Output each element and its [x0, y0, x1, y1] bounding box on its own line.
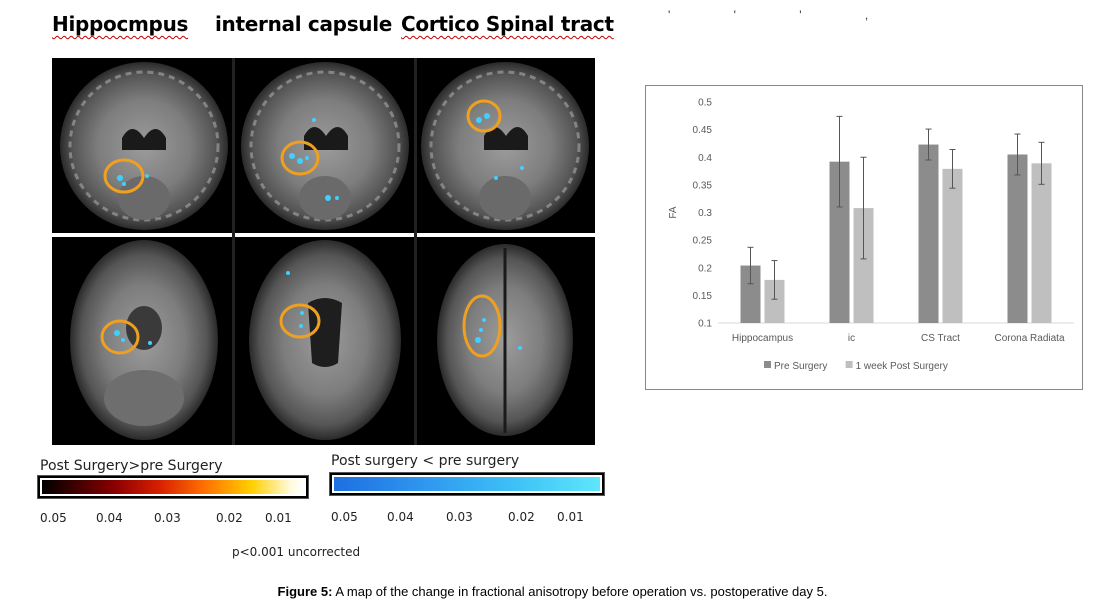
- y-tick-label: 0.45: [693, 125, 713, 136]
- bar-1-3: [1031, 163, 1052, 323]
- x-tick-label: CS Tract: [921, 333, 960, 344]
- figure-caption-text: A map of the change in fractional anisot…: [332, 584, 828, 599]
- y-tick-label: 0.5: [698, 98, 712, 109]
- bar-1-0: [764, 279, 785, 323]
- y-tick-label: 0.3: [698, 208, 712, 219]
- coronal-slice-2: [241, 62, 409, 230]
- legend-label: Pre Surgery: [774, 361, 827, 372]
- coronal-slice-1: [60, 62, 228, 230]
- positive-colorbar: [37, 475, 309, 499]
- colorbar-tick: 0.04: [387, 510, 414, 524]
- mri-montage: [52, 58, 595, 445]
- header-cortico-spinal-tract: Cortico Spinal tract: [401, 12, 614, 36]
- figure-caption: Figure 5: A map of the change in fractio…: [0, 584, 1105, 599]
- roi-circles: [100, 99, 502, 358]
- bar-1-1: [853, 208, 874, 323]
- coronal-slice-3: [421, 62, 589, 230]
- x-tick-label: ic: [848, 333, 855, 344]
- legend-label: 1 week Post Surgery: [856, 361, 948, 372]
- figure-label: Figure 5:: [277, 584, 333, 599]
- fa-bar-chart: 0.5 0.45 0.4 0.35 0.3 0.25 0.2 0.15 0.1 FA Hippoca…: [668, 98, 1074, 372]
- y-tick-label: 0.15: [693, 291, 713, 302]
- colorbar-tick: 0.03: [446, 510, 473, 524]
- bar-0-3: [1007, 154, 1028, 323]
- top-marks: ' ' ' ,: [668, 8, 899, 22]
- colorbar-tick: 0.02: [508, 510, 535, 524]
- y-tick-label: 0.35: [693, 180, 713, 191]
- positive-colorbar-label: Post Surgery>pre Surgery: [40, 458, 223, 474]
- y-tick-label: 0.4: [698, 153, 712, 164]
- axial-slice-2: [249, 240, 401, 440]
- bar-0-2: [918, 144, 939, 323]
- header-internal-capsule: internal capsule: [215, 12, 393, 36]
- colorbar-tick: 0.01: [557, 510, 584, 524]
- bar-1-2: [942, 168, 963, 323]
- legend-swatch: [845, 361, 853, 368]
- fa-chart-frame: 0.5 0.45 0.4 0.35 0.3 0.25 0.2 0.15 0.1 FA Hippoca…: [645, 85, 1083, 390]
- threshold-note: p<0.001 uncorrected: [232, 545, 361, 559]
- y-tick-label: 0.25: [693, 236, 713, 247]
- colorbar-tick: 0.05: [331, 510, 358, 524]
- activation-blobs: [114, 113, 524, 350]
- y-tick-label: 0.1: [698, 319, 712, 330]
- colorbar-tick: 0.02: [216, 511, 243, 525]
- colorbar-tick: 0.04: [96, 511, 123, 525]
- negative-colorbar: [329, 472, 605, 496]
- axial-slice-3: [437, 244, 573, 436]
- bar-0-0: [740, 265, 761, 323]
- negative-colorbar-label: Post surgery < pre surgery: [331, 453, 520, 469]
- axial-slice-1: [70, 240, 218, 440]
- y-tick-label: 0.2: [698, 263, 712, 274]
- colorbar-tick: 0.03: [154, 511, 181, 525]
- bar-0-1: [829, 161, 850, 323]
- legend-swatch: [764, 361, 771, 368]
- y-axis-label: FA: [668, 206, 679, 219]
- colorbar-tick: 0.01: [265, 511, 292, 525]
- header-hippocampus: Hippocmpus: [52, 12, 189, 36]
- x-tick-label: Corona Radiata: [994, 333, 1064, 344]
- x-tick-label: Hippocampus: [732, 333, 793, 344]
- colorbar-tick: 0.05: [40, 511, 67, 525]
